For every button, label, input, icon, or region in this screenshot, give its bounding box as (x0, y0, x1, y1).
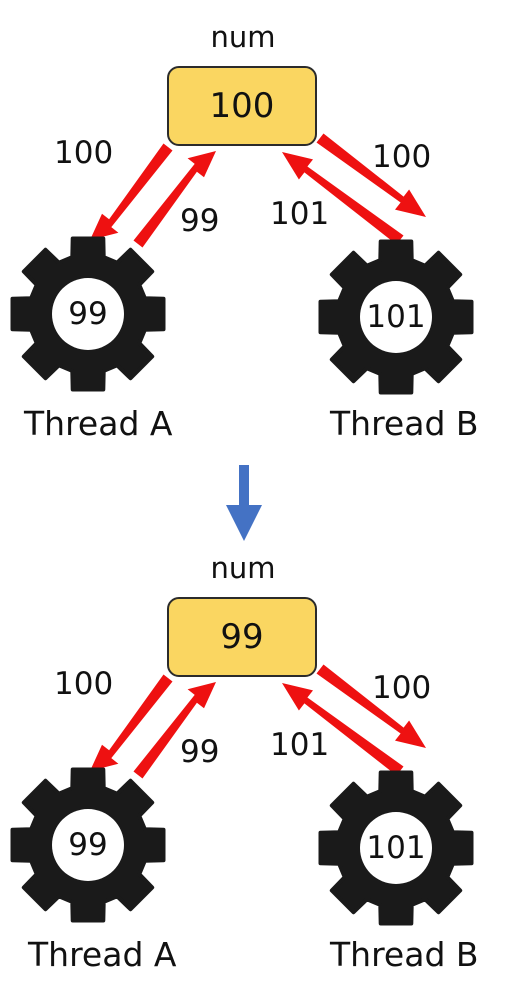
thread-b-value: 101 (366, 830, 426, 866)
arrow-thread-a-to-box (133, 682, 216, 779)
arrow-label-box-to-thread-a: 100 (54, 666, 114, 702)
thread-b-value: 101 (366, 299, 426, 335)
arrow-thread-a-to-box (133, 151, 216, 248)
thread-a-gear-icon: 99 (8, 234, 168, 394)
thread-a-gear-icon: 99 (8, 765, 168, 925)
arrow-label-box-to-thread-b: 100 (372, 139, 432, 175)
arrow-thread-b-to-box (282, 683, 404, 776)
variable-box: 100 (167, 66, 317, 146)
variable-name: num (210, 20, 276, 54)
arrow-label-thread-b-to-box: 101 (270, 727, 330, 763)
thread-a-label: Thread A (28, 935, 177, 974)
variable-name: num (210, 551, 276, 585)
arrow-box-to-thread-a (90, 674, 173, 771)
variable-value: 99 (220, 617, 264, 657)
arrow-label-thread-a-to-box: 99 (180, 734, 220, 770)
arrow-thread-b-to-box (282, 152, 404, 245)
variable-box: 99 (167, 597, 317, 677)
arrow-label-thread-a-to-box: 99 (180, 203, 220, 239)
thread-b-gear-icon: 101 (316, 768, 476, 928)
variable-value: 100 (209, 86, 275, 126)
thread-b-label: Thread B (330, 935, 479, 974)
arrow-label-thread-b-to-box: 101 (270, 196, 330, 232)
diagram-after: num 99 100 99 101 100 99 101 Thread A Th… (0, 531, 521, 1001)
data-flow-arrows (90, 133, 426, 248)
thread-a-label: Thread A (24, 404, 173, 443)
thread-b-gear-icon: 101 (316, 237, 476, 397)
arrow-label-box-to-thread-a: 100 (54, 135, 114, 171)
down-arrow-icon (226, 465, 262, 541)
diagram-before: num 100 100 99 101 100 99 101 Thread A T… (0, 0, 521, 470)
thread-b-label: Thread B (330, 404, 479, 443)
thread-a-value: 99 (68, 827, 108, 863)
thread-a-value: 99 (68, 296, 108, 332)
data-flow-arrows (90, 664, 426, 779)
arrow-box-to-thread-b (316, 664, 426, 748)
arrow-label-box-to-thread-b: 100 (372, 670, 432, 706)
arrow-box-to-thread-b (316, 133, 426, 217)
arrow-box-to-thread-a (90, 143, 173, 240)
